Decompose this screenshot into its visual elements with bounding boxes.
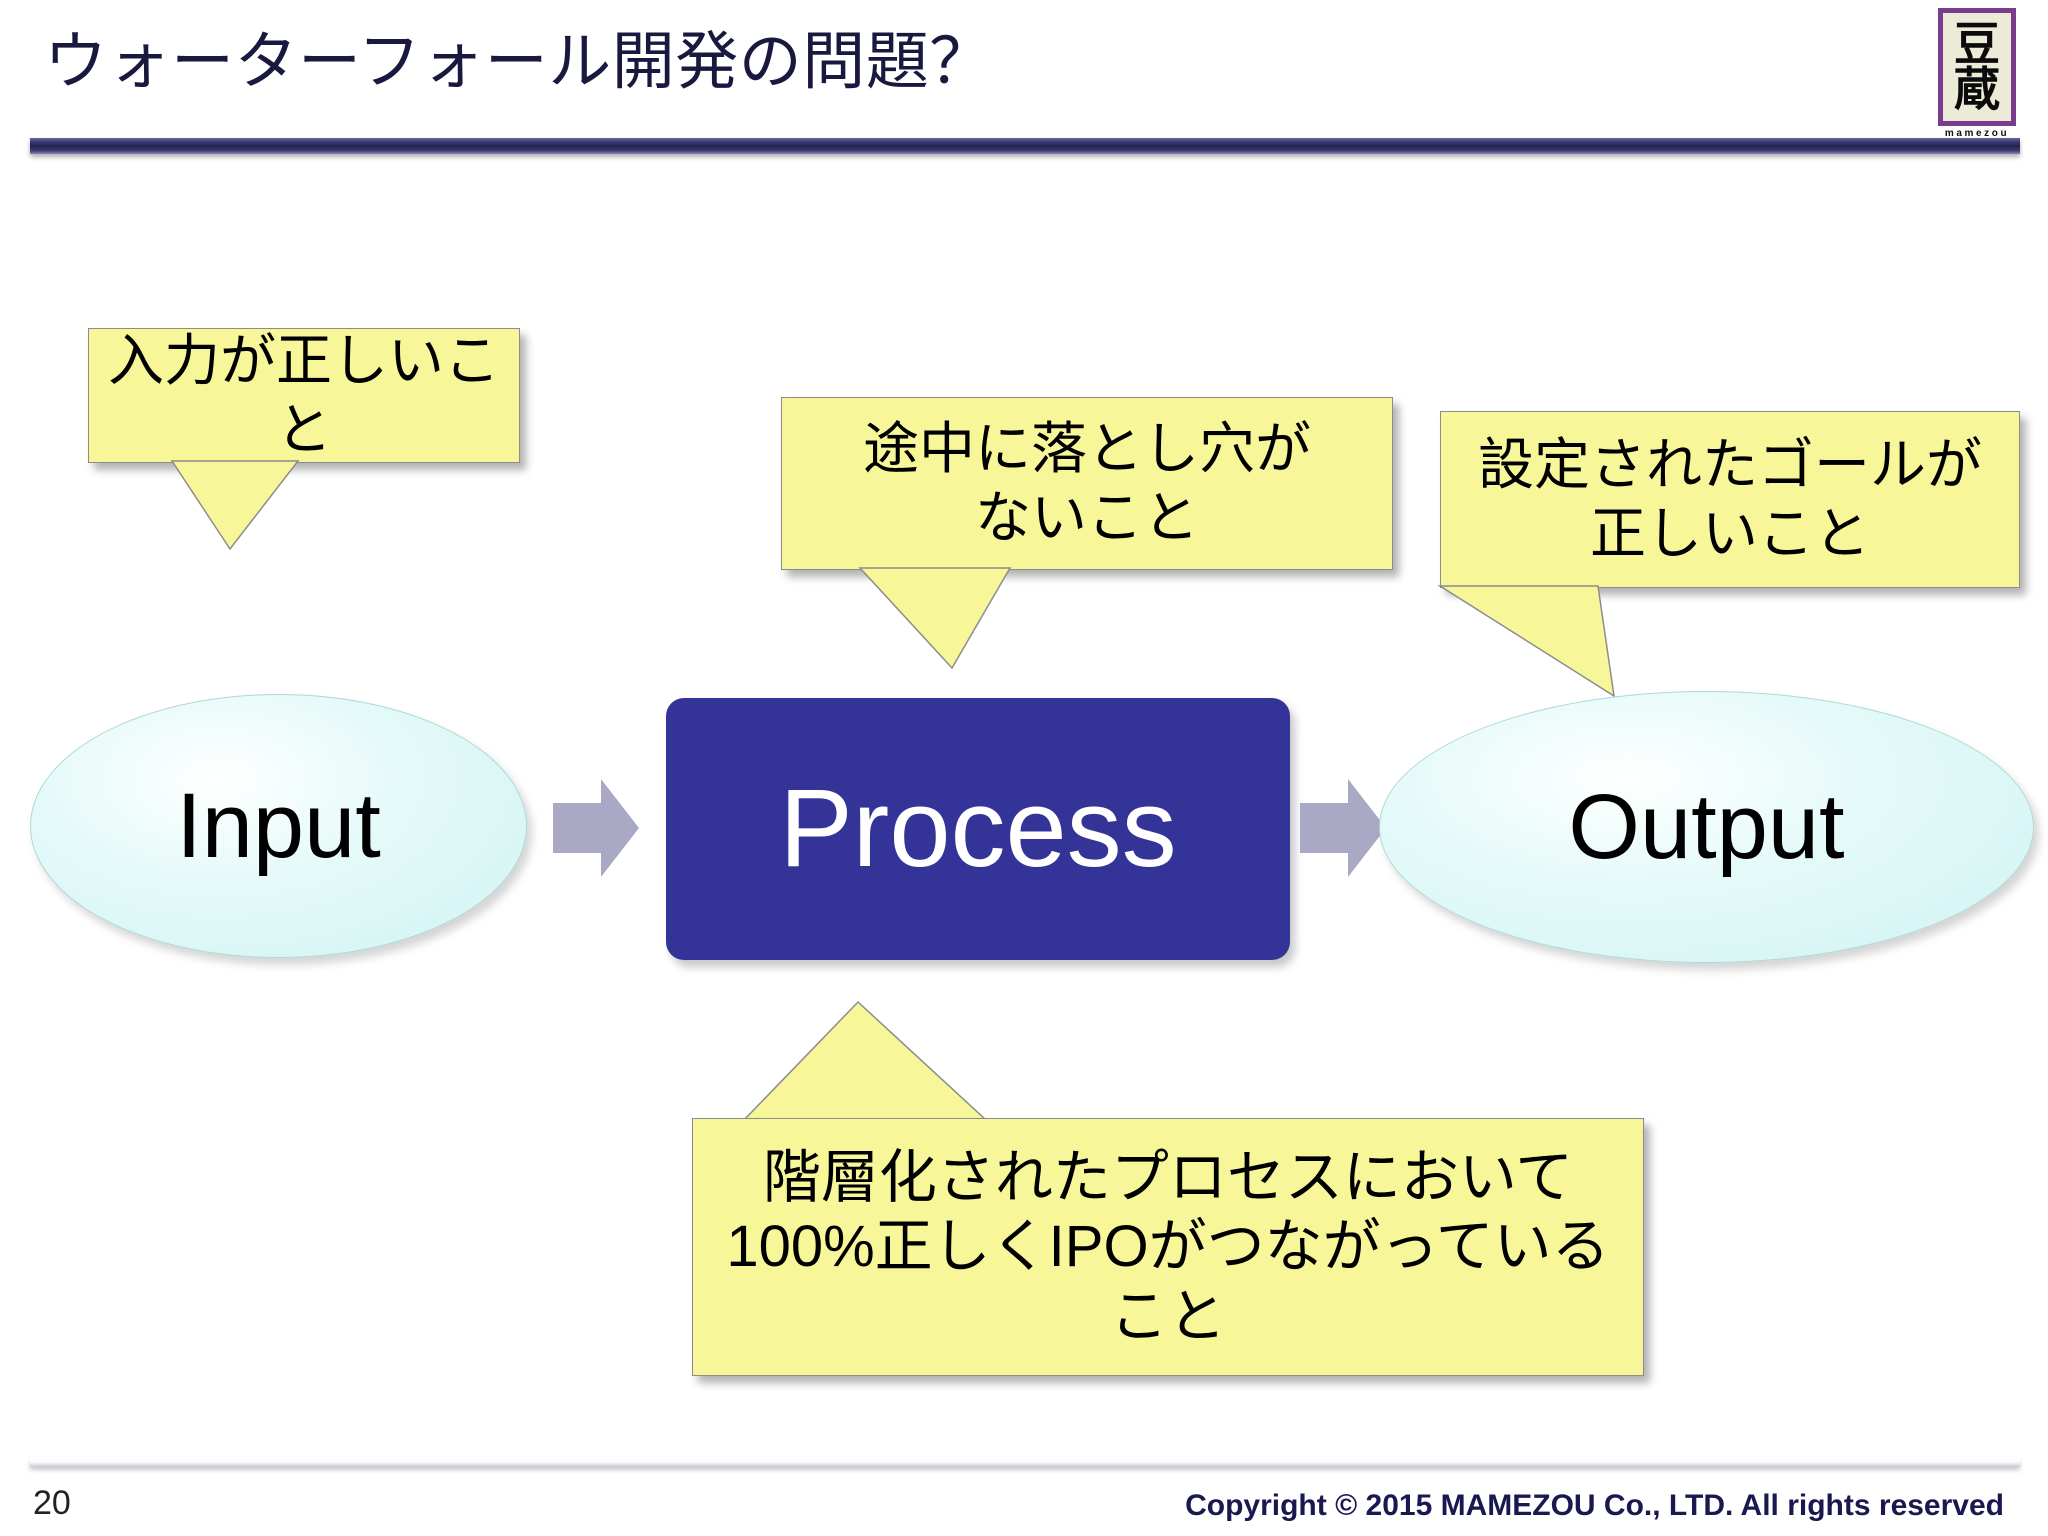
callout-ipo-condition: 階層化されたプロセスにおいて 100%正しくIPOがつながっている こと	[692, 1118, 1644, 1376]
logo-kanji-box: 豆 蔵	[1938, 8, 2016, 126]
callout-line: 入力が正しいこと	[108, 329, 500, 461]
page-number: 20	[33, 1484, 71, 1522]
output-label: Output	[1568, 776, 1845, 878]
arrow-input-to-process-icon	[553, 779, 639, 877]
logo-kanji-line-1: 豆	[1954, 16, 2000, 71]
logo-kanji-line-2: 蔵	[1954, 62, 2000, 116]
callout-line: 設定されたゴールが	[1478, 433, 1982, 497]
logo-kanji-icon: 豆 蔵	[1943, 13, 2011, 121]
output-node: Output	[1379, 691, 2034, 963]
header-divider-rule	[30, 138, 2020, 154]
callout-line: 階層化されたプロセスにおいて	[762, 1144, 1574, 1210]
callout-output-condition: 設定されたゴールが 正しいこと	[1440, 411, 2020, 588]
process-label: Process	[779, 767, 1177, 890]
process-node: Process	[666, 698, 1290, 960]
callout-ipo-tail-icon	[742, 1000, 988, 1121]
input-node: Input	[30, 694, 527, 958]
arrow-process-to-output-icon	[1300, 779, 1386, 877]
callout-line: ないこと	[975, 485, 1199, 549]
callout-input-condition: 入力が正しいこと	[88, 328, 520, 463]
page-title: ウォーターフォール開発の問題？	[44, 27, 993, 97]
callout-line: 正しいこと	[1590, 501, 1870, 565]
input-label: Input	[176, 775, 381, 877]
callout-process-tail-icon	[858, 567, 1012, 670]
callout-line: 100%正しくIPOがつながっている	[726, 1214, 1610, 1280]
logo-wordmark: mamezou	[1944, 128, 2010, 139]
callout-line: こと	[1109, 1283, 1226, 1349]
mamezou-logo: 豆 蔵 mamezou	[1938, 8, 2022, 154]
callout-process-condition: 途中に落とし穴が ないこと	[781, 397, 1393, 570]
callout-input-tail-icon	[170, 460, 300, 551]
callout-output-tail-icon	[1437, 585, 1615, 698]
copyright-notice: Copyright © 2015 MAMEZOU Co., LTD. All r…	[1185, 1489, 2004, 1522]
footer-divider-rule	[30, 1458, 2020, 1467]
callout-line: 途中に落とし穴が	[863, 417, 1311, 481]
